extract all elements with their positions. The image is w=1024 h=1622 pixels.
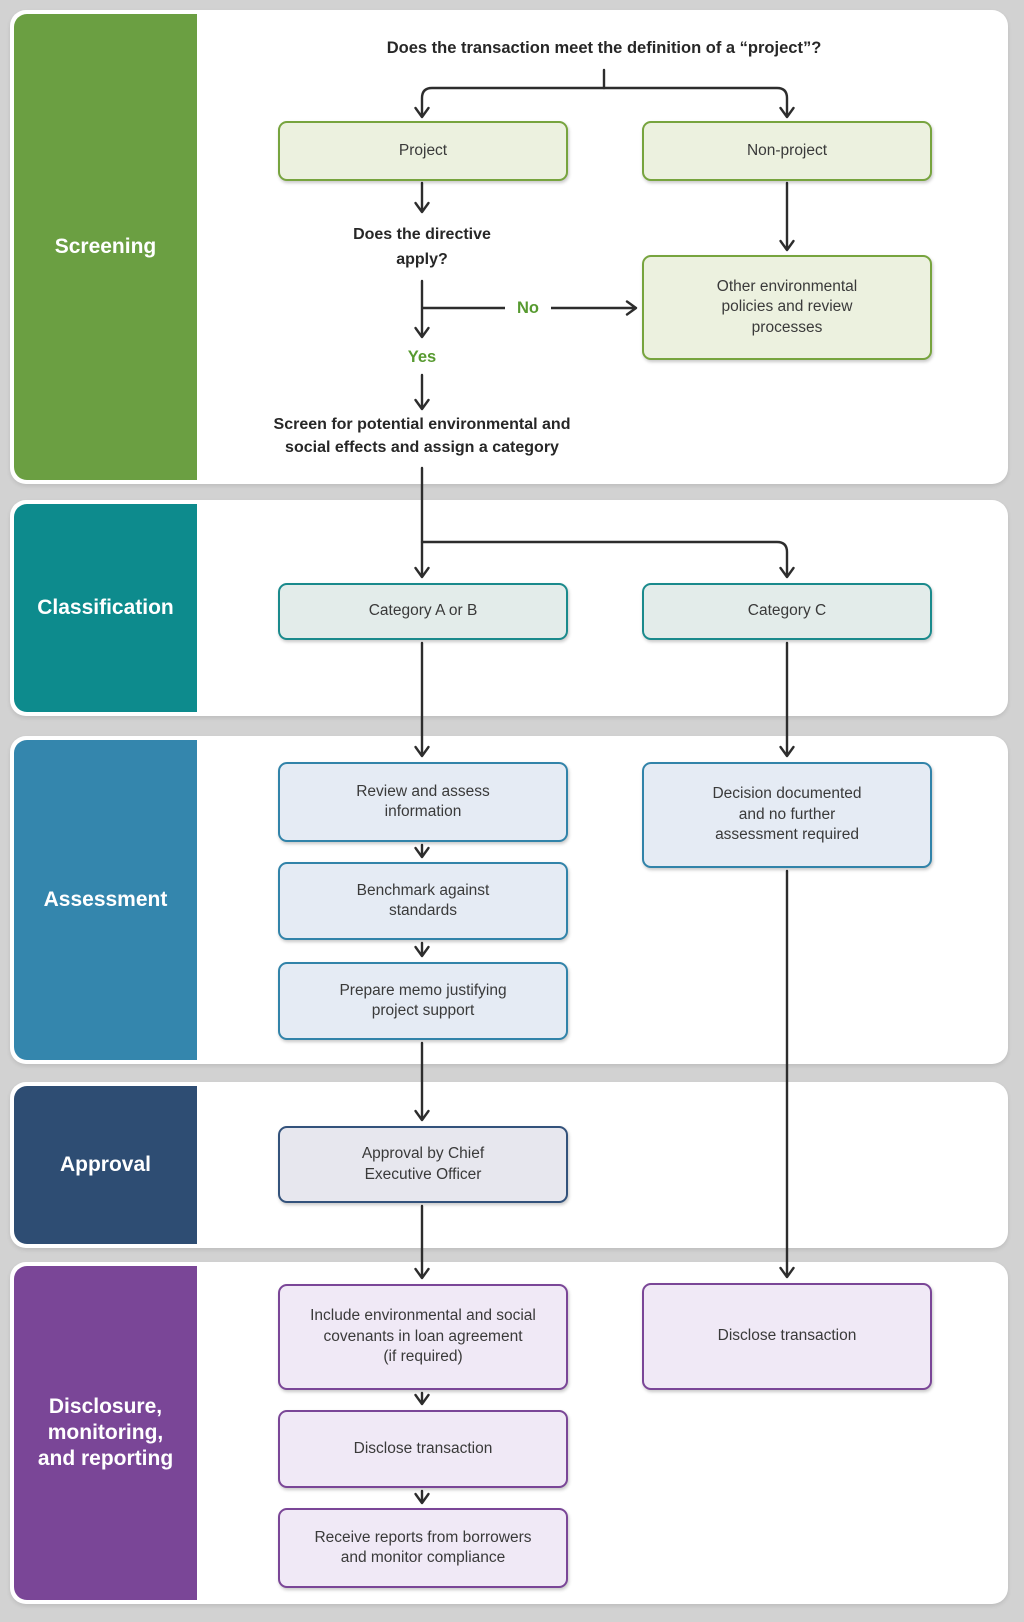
flow-box-prepare-memo: Prepare memo justifying project support (278, 962, 568, 1040)
band-label-text: Classification (37, 595, 174, 619)
flow-box-decision-documented: Decision documented and no further asses… (642, 762, 932, 868)
flow-box-receive-reports: Receive reports from borrowers and monit… (278, 1508, 568, 1588)
flow-box-text: Disclose transaction (353, 1439, 493, 1457)
band-label-assessment: Assessment (14, 740, 197, 1060)
flow-box-text: Category A or B (368, 602, 478, 620)
flow-box-nonproject: Non-project (642, 121, 932, 181)
flow-box-text: Benchmark against standards (356, 881, 490, 919)
flow-box-disclose-transaction-right: Disclose transaction (642, 1283, 932, 1390)
question-project-definition: Does the transaction meet the definition… (386, 39, 822, 57)
flow-box-benchmark: Benchmark against standards (278, 862, 568, 940)
flow-box-other-policies: Other environmental policies and review … (642, 255, 932, 360)
flow-box-text: Decision documented and no further asses… (712, 785, 862, 844)
band-label-classification: Classification (14, 504, 197, 712)
flow-box-project: Project (278, 121, 568, 181)
flow-box-text: Other environmental policies and review … (716, 277, 858, 336)
flow-box-disclose-transaction-left: Disclose transaction (278, 1410, 568, 1488)
flow-box-text: Review and assess information (356, 782, 490, 820)
flow-box-text: Non-project (746, 141, 828, 159)
flow-box-category-a-or-b: Category A or B (278, 583, 568, 640)
band-label-disclosure: Disclosure, monitoring, and reporting (14, 1266, 197, 1600)
band-label-text: Disclosure, monitoring, and reporting (37, 1394, 174, 1471)
flow-box-review-assess: Review and assess information (278, 762, 568, 842)
band-label-approval: Approval (14, 1086, 197, 1244)
flow-box-category-c: Category C (642, 583, 932, 640)
instruction-screen-category: Screen for potential environmental and s… (273, 416, 571, 456)
flow-box-text: Disclose transaction (717, 1327, 857, 1345)
flow-box-text: Category C (747, 602, 827, 620)
label-no: No (505, 299, 551, 318)
flow-box-include-covenants: Include environmental and social covenan… (278, 1284, 568, 1390)
flow-box-text: Prepare memo justifying project support (339, 981, 507, 1019)
flow-box-ceo-approval: Approval by Chief Executive Officer (278, 1126, 568, 1203)
band-label-screening: Screening (14, 14, 197, 480)
flow-box-text: Receive reports from borrowers and monit… (314, 1528, 532, 1566)
flow-box-text: Include environmental and social covenan… (310, 1307, 536, 1366)
question-directive-apply: Does the directive apply? (353, 226, 491, 268)
flow-box-text: Approval by Chief Executive Officer (361, 1145, 485, 1183)
flow-box-text: Project (398, 141, 448, 159)
band-label-text: Assessment (43, 887, 168, 911)
band-label-text: Screening (54, 234, 157, 258)
band-label-text: Approval (59, 1152, 151, 1176)
label-yes: Yes (407, 348, 437, 366)
